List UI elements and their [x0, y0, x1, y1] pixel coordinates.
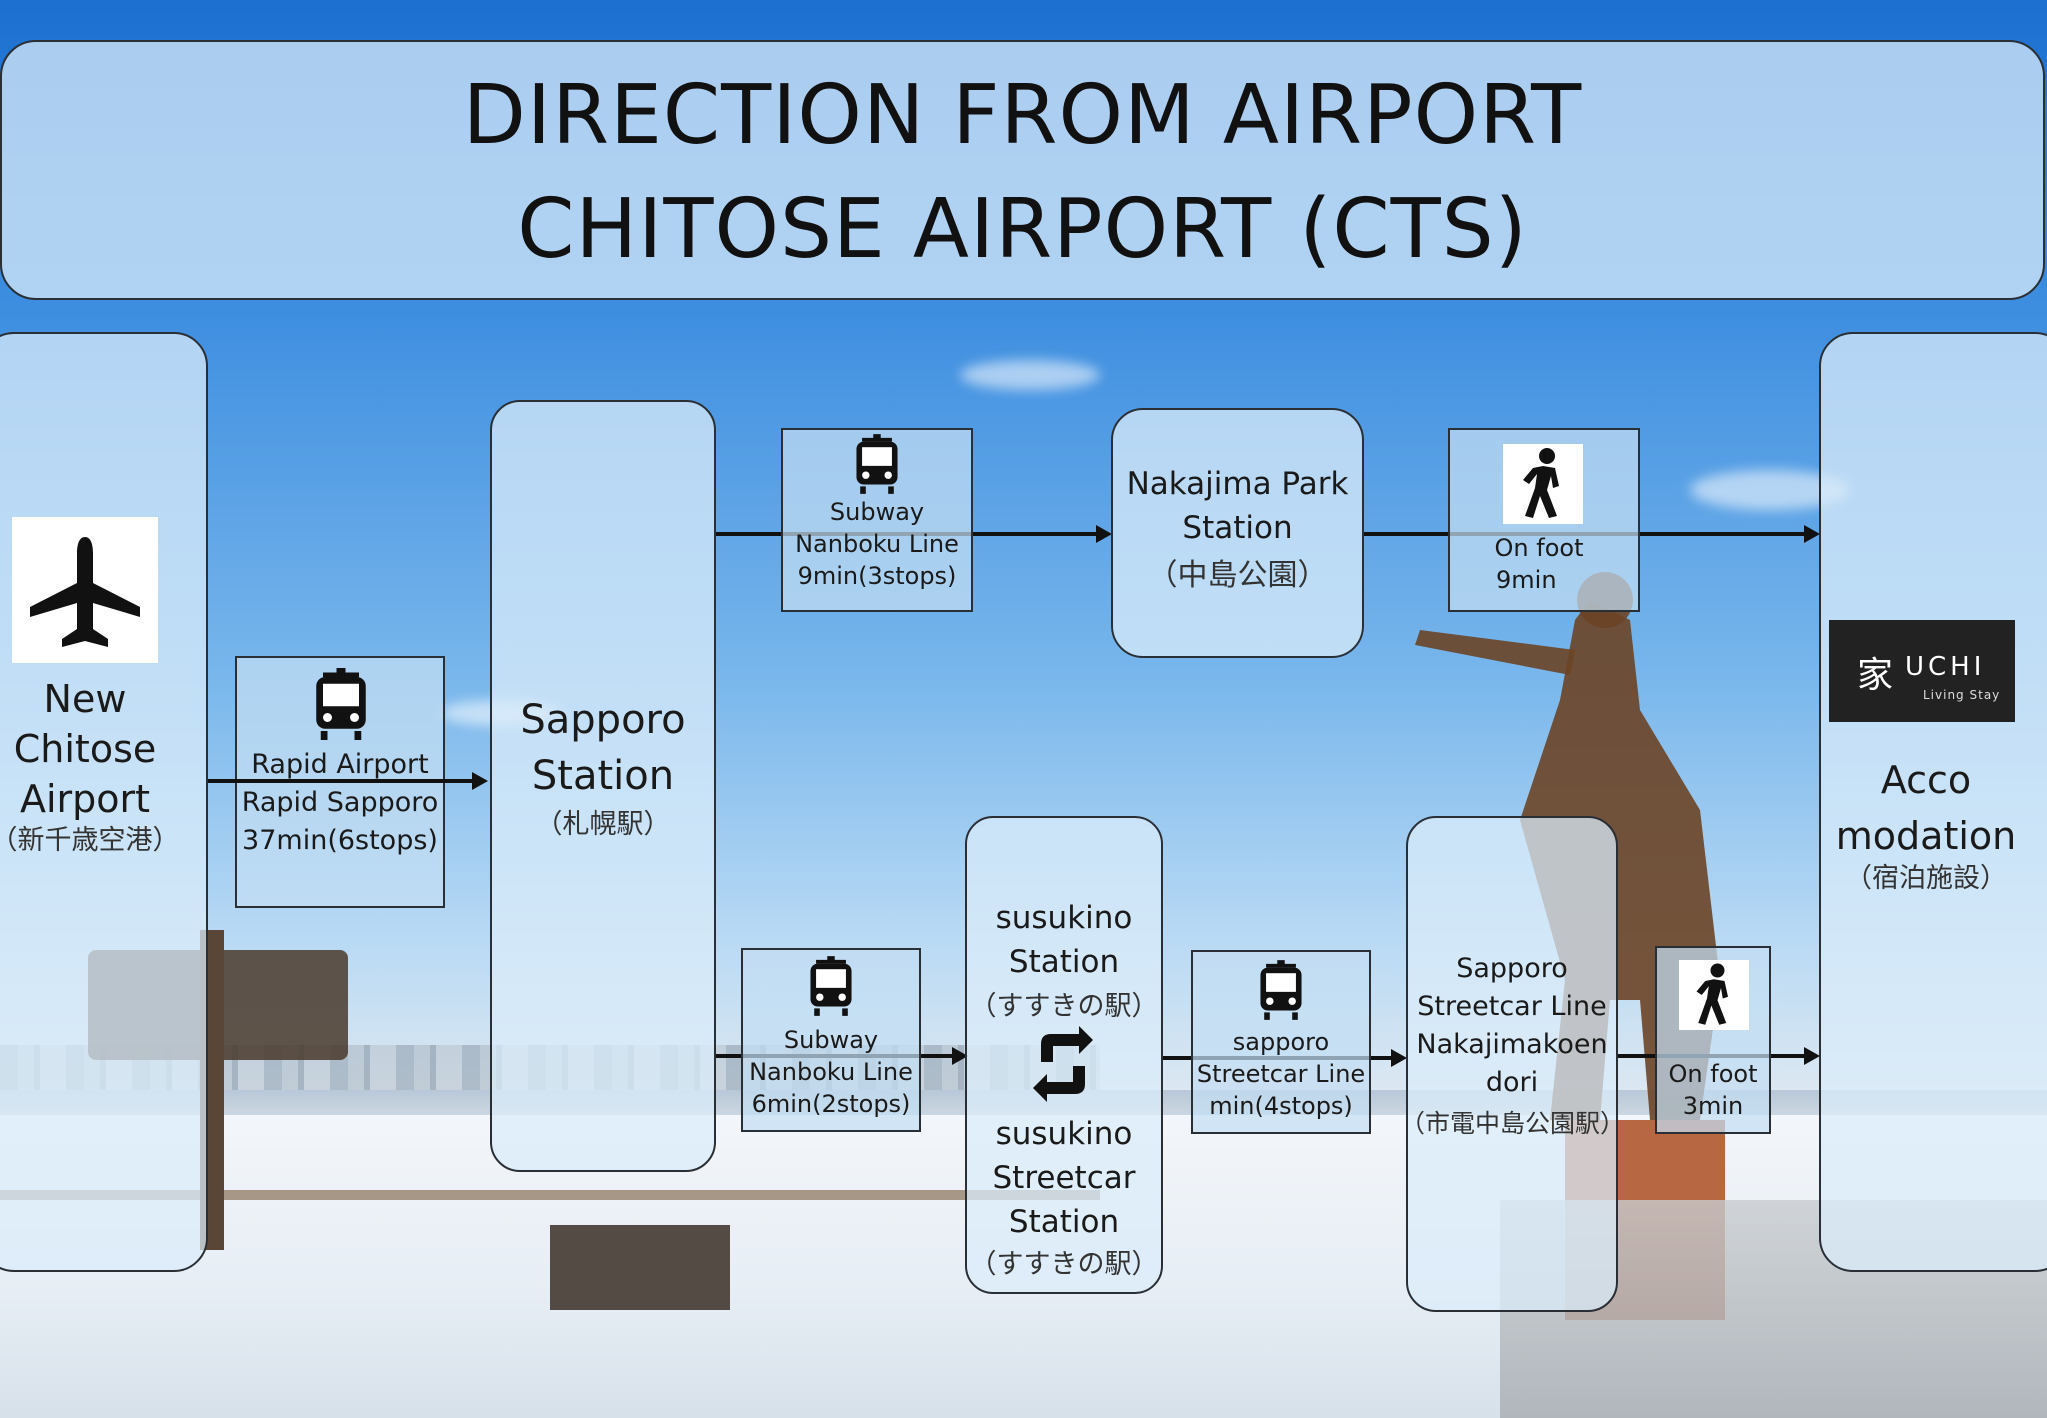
train-icon [316, 668, 366, 740]
streetcar-stop-name-line: Streetcar Line [1417, 991, 1607, 1022]
transfer-arrows-icon [1033, 1026, 1093, 1102]
train-icon [810, 956, 852, 1016]
foot-label: On foot [1494, 534, 1584, 562]
airport-panel [0, 332, 208, 1272]
fence [0, 1190, 1100, 1200]
susukino-station-name: susukino Station [967, 896, 1161, 984]
subway-bottom-box: Subway Nanboku Line 6min(2stops) [741, 948, 921, 1132]
susukino-streetcar-jp: （すすきの駅） [969, 1249, 1159, 1280]
accommodation-name: Acco modation [1821, 752, 2031, 864]
streetcar-line-name: Streetcar Line [1196, 1060, 1366, 1088]
airport-name-line: Chitose [13, 727, 157, 771]
airport-jp-name: （新千歳空港） [0, 825, 180, 856]
foot-bottom-box: On foot 3min [1655, 946, 1771, 1134]
streetcar-label: sapporo [1232, 1028, 1330, 1056]
uchi-logo: 家 UCHI Living Stay [1829, 620, 2015, 722]
subway-bottom-text: Subway Nanboku Line 6min(2stops) [743, 1024, 919, 1120]
train-icon [856, 434, 898, 494]
nakajima-name-line: Station [1182, 510, 1293, 546]
susukino-streetcar-name-line: susukino [995, 1116, 1133, 1152]
accommodation-name-line: Acco [1880, 758, 1972, 802]
subway-label: Subway [783, 1026, 879, 1054]
logo-mark: 家 [1857, 655, 1894, 696]
susukino-streetcar-name: susukino Streetcar Station [967, 1112, 1161, 1244]
logo-subtext: Living Stay [1923, 688, 2001, 702]
sapporo-station-panel: Sapporo Station （札幌駅） [490, 400, 716, 1172]
title-line-1: DIRECTION FROM AIRPORT [462, 68, 1583, 163]
rapid-line-name: Rapid Airport [251, 749, 429, 780]
logo-text: UCHI [1905, 652, 1986, 682]
subway-top-text: Subway Nanboku Line 9min(3stops) [783, 496, 971, 592]
sapporo-station-name: Sapporo Station [492, 692, 714, 804]
rapid-train-text: Rapid Airport Rapid Sapporo 37min(6stops… [237, 746, 443, 860]
airport-name-line: New [43, 677, 127, 721]
foot-duration: 9min [1496, 566, 1557, 594]
foot-top-text: On foot 9min [1464, 532, 1614, 596]
streetcar-stop-name-line: Sapporo [1456, 953, 1568, 984]
walking-person-icon [1503, 444, 1583, 524]
streetcar-stop-name-line: dori [1485, 1067, 1539, 1098]
accommodation-jp: （宿泊施設） [1845, 863, 2007, 894]
arrow-airport-to-sapporo [208, 772, 488, 790]
title-banner: DIRECTION FROM AIRPORT CHITOSE AIRPORT (… [0, 40, 2045, 300]
subway-duration: 6min(2stops) [751, 1090, 911, 1118]
subway-label: Subway [829, 498, 925, 526]
foot-label: On foot [1668, 1060, 1758, 1088]
streetcar-duration: min(4stops) [1209, 1092, 1353, 1120]
streetcar-stop-panel: Sapporo Streetcar Line Nakajimakoen dori… [1400, 816, 1625, 1312]
train-icon [1260, 960, 1302, 1020]
airport-name: New Chitose Airport [0, 674, 180, 824]
airport-name-line: Airport [19, 777, 151, 821]
title-line-2: CHITOSE AIRPORT (CTS) [517, 182, 1528, 277]
subway-duration: 9min(3stops) [797, 562, 957, 590]
subway-line-name: Nanboku Line [749, 1058, 913, 1086]
nakajima-park-panel: Nakajima Park Station （中島公園） [1111, 408, 1364, 658]
sapporo-name-line: Station [531, 753, 675, 799]
rapid-line-name: Rapid Sapporo [241, 787, 439, 818]
streetcar-stop-name-line: Nakajimakoen [1416, 1029, 1608, 1060]
susukino-streetcar-name-line: Station [1008, 1204, 1120, 1240]
susukino-streetcar-name-line: Streetcar [992, 1160, 1136, 1196]
accommodation-panel: 家 UCHI Living Stay Acco modation （宿泊施設） [1819, 332, 2047, 1272]
streetcar-text: sapporo Streetcar Line min(4stops) [1183, 1026, 1379, 1122]
nakajima-park-name: Nakajima Park Station [1113, 462, 1362, 550]
airplane-icon [12, 517, 158, 663]
sapporo-station-jp: （札幌駅） [535, 809, 671, 840]
foot-duration: 3min [1682, 1092, 1744, 1120]
susukino-panel: susukino Station （すすきの駅） susukino Street… [965, 816, 1163, 1294]
streetcar-stop-jp: （市電中島公園駅） [1400, 1109, 1626, 1138]
streetcar-box: sapporo Streetcar Line min(4stops) [1191, 950, 1371, 1134]
nakajima-name-line: Nakajima Park [1126, 466, 1349, 502]
subway-line-name: Nanboku Line [795, 530, 959, 558]
susukino-station-jp: （すすきの駅） [969, 991, 1159, 1022]
susukino-name-line: Station [1008, 944, 1120, 980]
foot-top-box: On foot 9min [1448, 428, 1640, 612]
sapporo-name-line: Sapporo [520, 697, 686, 743]
foot-bottom-text: On foot 3min [1647, 1058, 1779, 1122]
susukino-name-line: susukino [995, 900, 1133, 936]
nakajima-park-jp: （中島公園） [1147, 558, 1328, 593]
subway-top-box: Subway Nanboku Line 9min(3stops) [781, 428, 973, 612]
rapid-duration: 37min(6stops) [242, 825, 438, 856]
cloud [960, 360, 1100, 390]
walking-person-icon [1679, 960, 1749, 1030]
accommodation-name-line: modation [1835, 814, 2017, 858]
plaque [550, 1225, 730, 1310]
streetcar-stop-name: Sapporo Streetcar Line Nakajimakoen dori [1408, 950, 1616, 1102]
